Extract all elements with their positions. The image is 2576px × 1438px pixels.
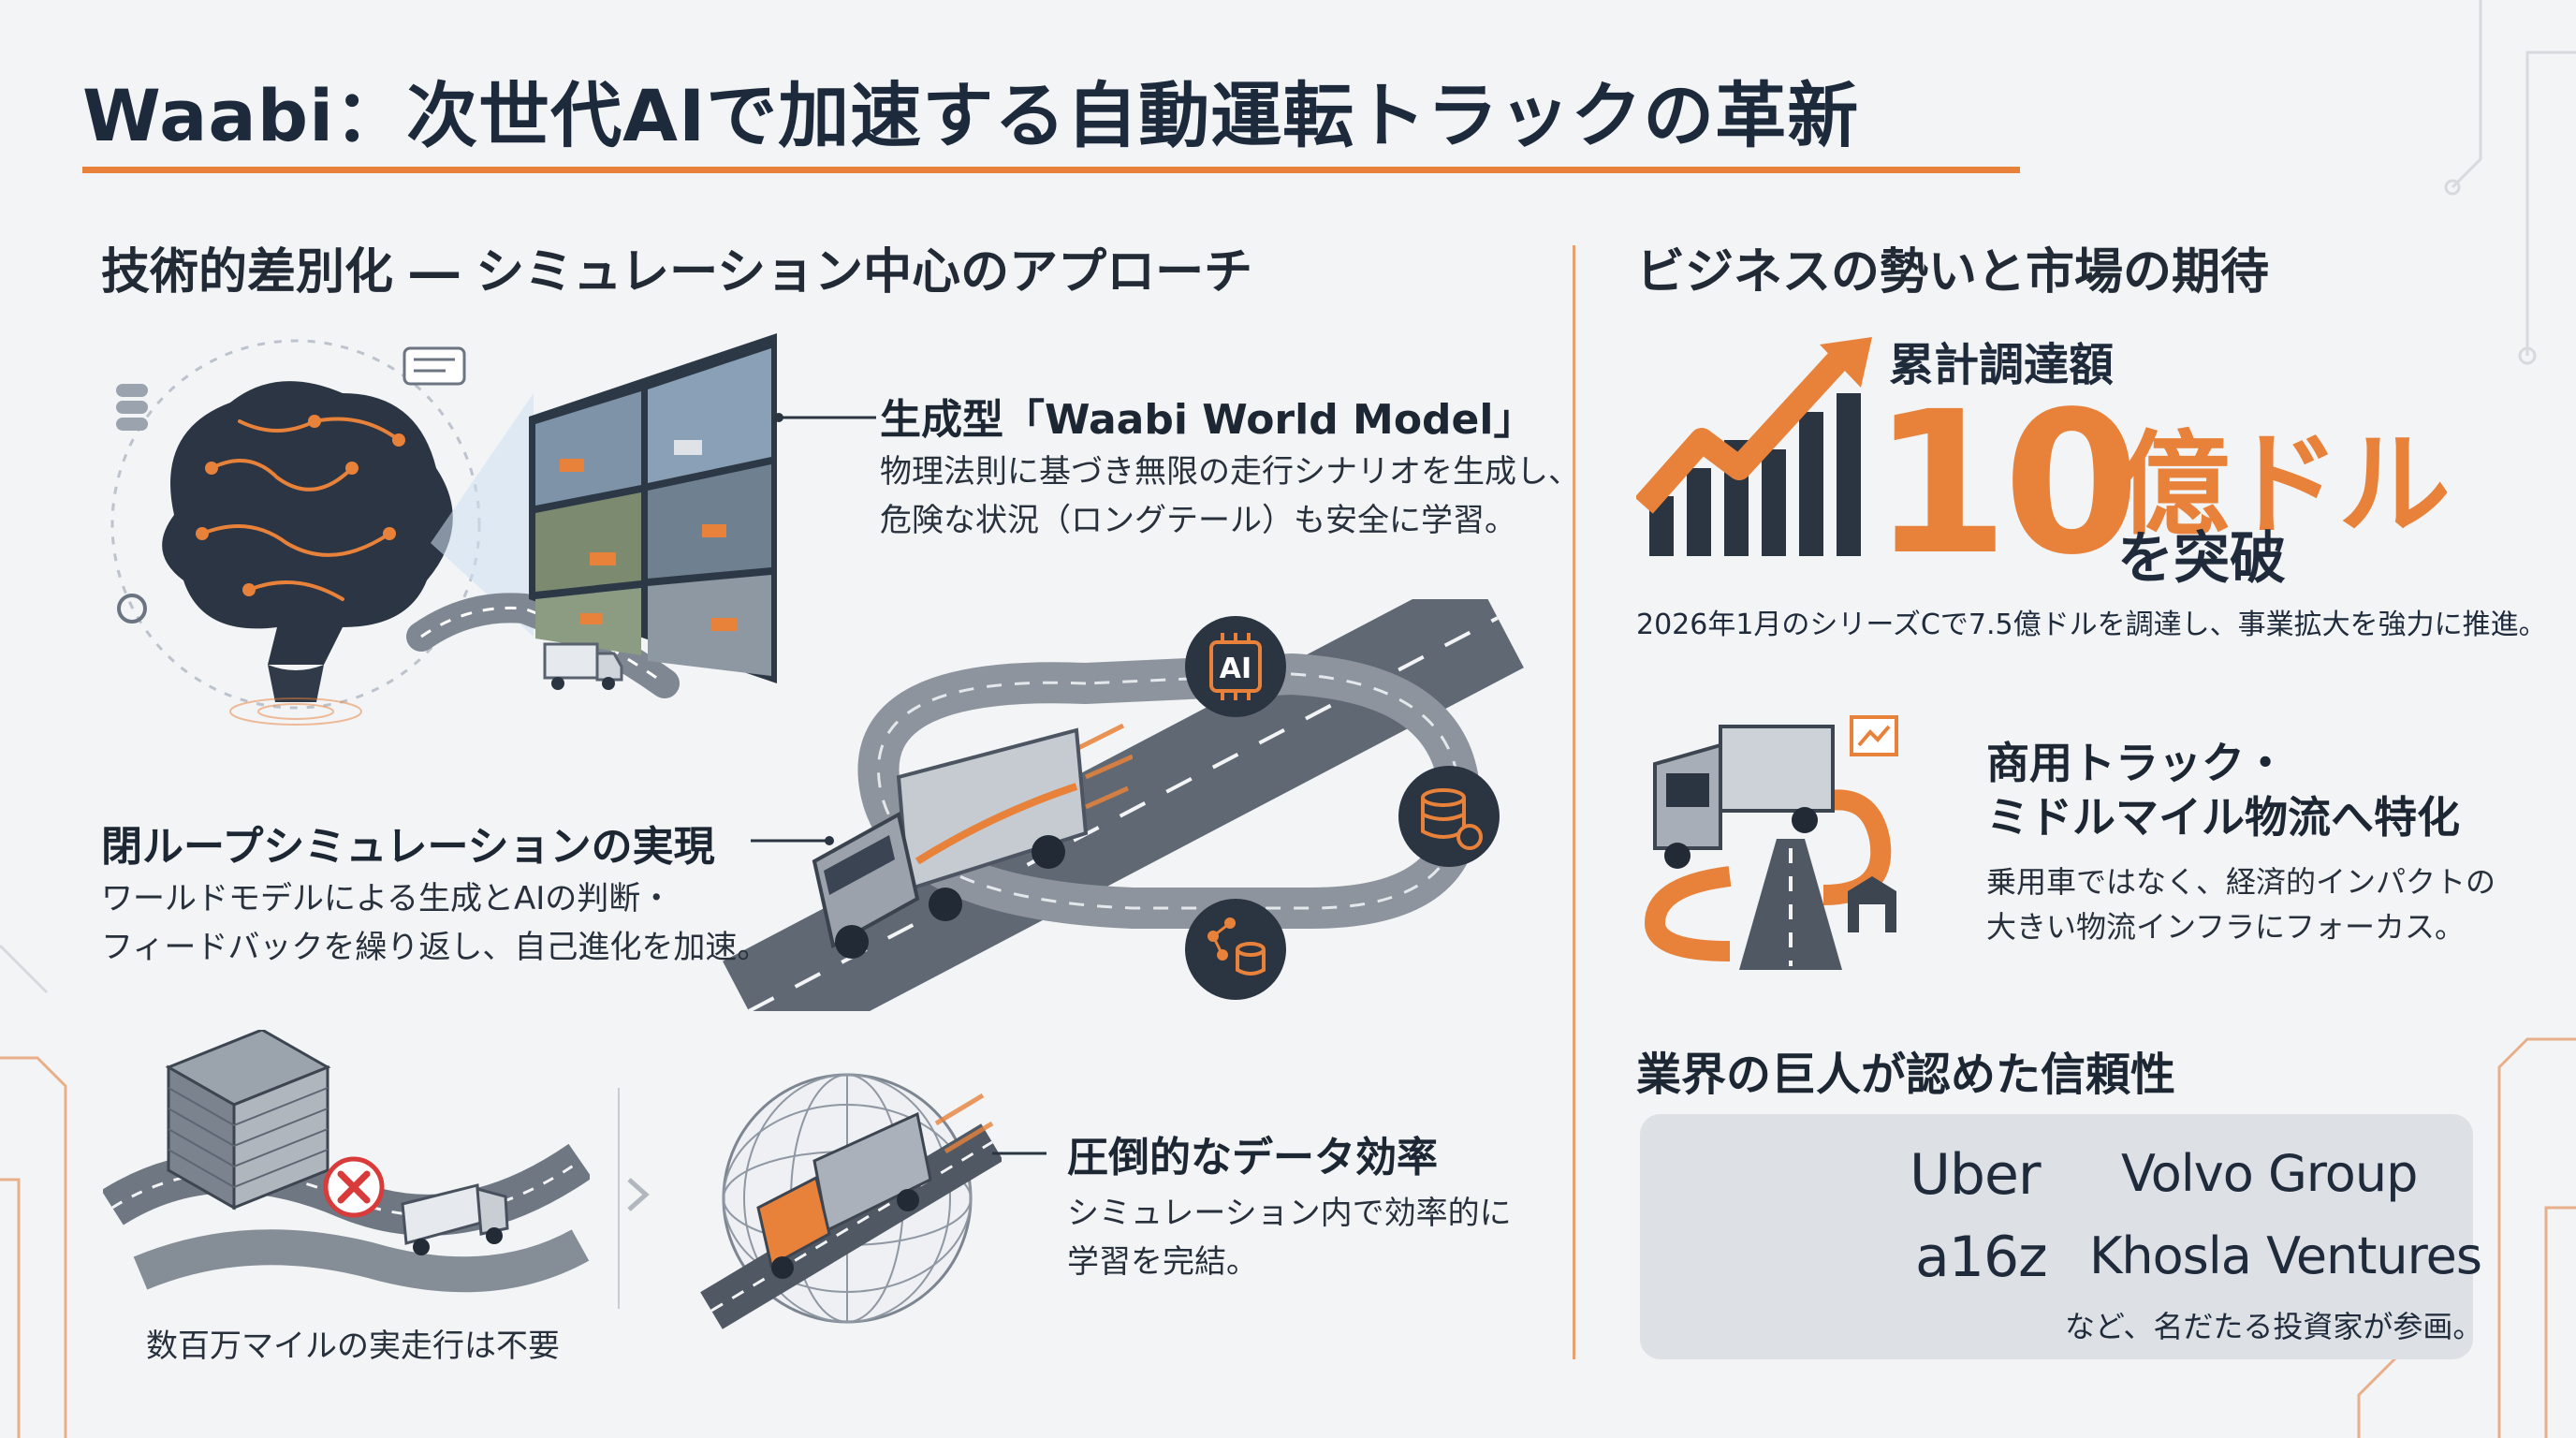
investors-panel bbox=[1640, 1114, 2473, 1359]
title-underline bbox=[82, 167, 2020, 173]
funding-note: 2026年1月のシリーズCで7.5億ドルを調達し、事業拡大を強力に推進。 bbox=[1636, 609, 2547, 641]
closed-loop-title: 閉ループシミュレーションの実現 bbox=[101, 823, 715, 871]
funding-suffix: を突破 bbox=[2117, 526, 2286, 592]
closed-loop-road-illustration bbox=[723, 599, 1524, 1011]
data-efficiency-connector bbox=[992, 1152, 1046, 1155]
focus-title: 商用トラック・ ミドルマイル物流へ特化 bbox=[1986, 738, 2460, 843]
trust-heading: 業界の巨人が認めた信頼性 bbox=[1636, 1049, 2176, 1101]
page-title: Waabi：次世代AIで加速する自動運転トラックの革新 bbox=[82, 74, 1860, 157]
funding-unit: 億ドル bbox=[2117, 420, 2451, 550]
real-road-data-stack-illustration bbox=[103, 1030, 590, 1293]
world-model-connector bbox=[773, 413, 876, 422]
investor-khosla-ventures: Khosla Ventures bbox=[2089, 1226, 2482, 1285]
closed-loop-connector bbox=[751, 836, 834, 845]
investor-uber: Uber bbox=[1910, 1142, 2042, 1208]
growth-chart-icon bbox=[1636, 337, 1872, 556]
business-section-heading: ビジネスの勢いと市場の期待 bbox=[1636, 244, 2270, 301]
ai-chip-icon: AI bbox=[1185, 616, 1286, 717]
closed-loop-description: ワールドモデルによる生成とAIの判断・ フィードバックを繰り返し、自己進化を加速… bbox=[101, 880, 769, 966]
network-database-icon bbox=[1185, 899, 1286, 1000]
investors-note: など、名だたる投資家が参画。 bbox=[2065, 1309, 2483, 1344]
investor-a16z: a16z bbox=[1915, 1225, 2048, 1290]
middle-mile-logistics-icon bbox=[1644, 715, 1898, 970]
chat-document-icon bbox=[402, 346, 466, 386]
world-model-title: 生成型「Waabi World Model」 bbox=[880, 396, 1535, 444]
simulation-scenario-screens bbox=[406, 333, 777, 698]
investor-volvo-group: Volvo Group bbox=[2121, 1144, 2418, 1203]
tech-section-heading: 技術的差別化 ― シミュレーション中心のアプローチ bbox=[101, 244, 1253, 301]
ai-chip-label: AI bbox=[1220, 653, 1251, 685]
data-efficiency-description: シミュレーション内で効率的に 学習を完結。 bbox=[1067, 1195, 1512, 1281]
bottom-left-divider bbox=[618, 1088, 620, 1309]
world-model-description: 物理法則に基づき無限の走行シナリオを生成し、 危険な状況（ロングテール）も安全に… bbox=[880, 453, 1580, 539]
globe-truck-illustration bbox=[700, 1073, 1002, 1329]
funding-amount: 10 bbox=[1872, 369, 2140, 598]
column-divider bbox=[1573, 245, 1575, 1359]
database-gear-icon bbox=[1398, 766, 1500, 867]
no-real-miles-caption: 数百万マイルの実走行は不要 bbox=[146, 1328, 560, 1365]
focus-description: 乗用車ではなく、経済的インパクトの 大きい物流インフラにフォーカス。 bbox=[1986, 864, 2496, 945]
data-efficiency-title: 圧倒的なデータ効率 bbox=[1067, 1134, 1438, 1181]
funding-label: 累計調達額 bbox=[1889, 339, 2115, 391]
semi-truck-icon bbox=[812, 723, 1133, 959]
chevron-right-icon bbox=[627, 1178, 650, 1211]
small-truck-on-road-icon bbox=[543, 642, 623, 690]
